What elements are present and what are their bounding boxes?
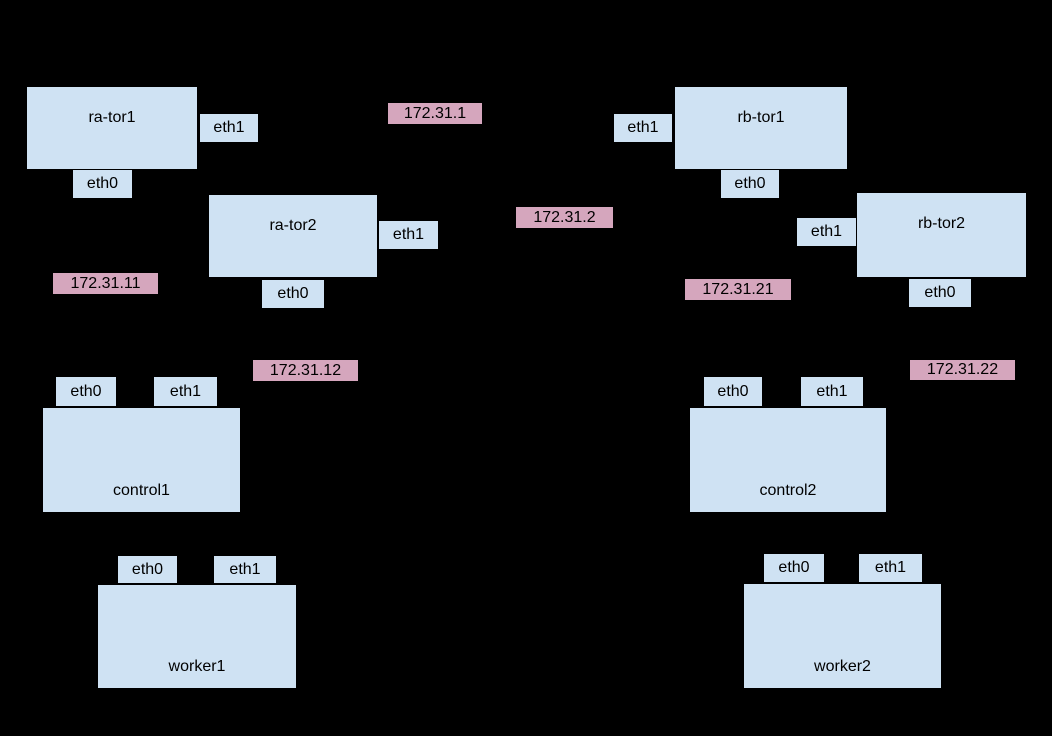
port-label-control2-eth0: eth0 <box>717 382 749 400</box>
port-worker1-eth0: eth0 <box>117 555 178 584</box>
port-label-ra-tor1-eth1: eth1 <box>213 119 245 136</box>
port-label-rb-tor1-eth1: eth1 <box>627 119 659 136</box>
ip-label-172-31-11: 172.31.11 <box>53 273 158 294</box>
node-label-worker2: worker2 <box>814 658 871 675</box>
node-label-worker1: worker1 <box>168 658 226 675</box>
port-label-worker2-eth1: eth1 <box>874 559 907 576</box>
port-rb-tor2-eth1: eth1 <box>796 217 857 247</box>
ip-text-172-31-21: 172.31.21 <box>702 280 774 298</box>
node-label-control1: control1 <box>113 482 170 499</box>
node-ra-tor1: ra-tor1 <box>26 86 198 170</box>
port-rb-tor1-eth1: eth1 <box>613 113 673 143</box>
port-worker2-eth1: eth1 <box>858 553 923 583</box>
port-ra-tor1-eth1: eth1 <box>199 113 259 143</box>
port-label-ra-tor2-eth0: eth0 <box>277 285 309 302</box>
port-control1-eth0: eth0 <box>55 376 117 407</box>
port-control2-eth0: eth0 <box>703 376 763 407</box>
node-control2: control2 <box>689 407 887 513</box>
node-label-ra-tor2: ra-tor2 <box>269 217 317 234</box>
node-rb-tor2: rb-tor2 <box>856 192 1027 278</box>
node-label-rb-tor2: rb-tor2 <box>917 215 966 232</box>
node-ra-tor2: ra-tor2 <box>208 194 378 278</box>
port-label-ra-tor1-eth0: eth0 <box>86 175 119 192</box>
port-label-worker2-eth0: eth0 <box>778 559 810 576</box>
ip-text-172-31-22: 172.31.22 <box>926 361 999 378</box>
port-label-control2-eth1: eth1 <box>816 382 848 400</box>
port-rb-tor1-eth0: eth0 <box>720 169 780 199</box>
port-ra-tor2-eth0: eth0 <box>261 279 325 309</box>
port-label-ra-tor2-eth1: eth1 <box>392 226 425 243</box>
node-worker2: worker2 <box>743 583 942 689</box>
node-label-control2: control2 <box>759 482 817 499</box>
port-rb-tor2-eth0: eth0 <box>908 278 972 308</box>
ip-label-172-31-12: 172.31.12 <box>253 360 358 381</box>
port-label-worker1-eth1: eth1 <box>229 560 261 578</box>
port-label-control1-eth1: eth1 <box>169 382 202 400</box>
node-worker1: worker1 <box>97 584 297 689</box>
port-label-rb-tor2-eth0: eth0 <box>924 284 956 301</box>
ip-text-172-31-12: 172.31.12 <box>269 361 342 379</box>
port-worker2-eth0: eth0 <box>763 553 825 583</box>
port-label-rb-tor1-eth0: eth0 <box>734 175 766 192</box>
ip-label-172-31-2: 172.31.2 <box>516 207 613 228</box>
port-label-worker1-eth0: eth0 <box>131 560 164 578</box>
port-control1-eth1: eth1 <box>153 376 218 407</box>
ip-text-172-31-2: 172.31.2 <box>533 208 596 226</box>
port-ra-tor1-eth0: eth0 <box>72 169 133 199</box>
ip-label-172-31-21: 172.31.21 <box>685 279 791 300</box>
node-rb-tor1: rb-tor1 <box>674 86 848 170</box>
ip-text-172-31-1: 172.31.1 <box>403 104 467 122</box>
port-label-control1-eth0: eth0 <box>70 382 102 400</box>
node-control1: control1 <box>42 407 241 513</box>
node-label-rb-tor1: rb-tor1 <box>737 109 785 126</box>
port-worker1-eth1: eth1 <box>213 555 277 584</box>
port-control2-eth1: eth1 <box>800 376 864 407</box>
port-ra-tor2-eth1: eth1 <box>378 220 439 250</box>
node-label-ra-tor1: ra-tor1 <box>88 109 136 126</box>
ip-label-172-31-22: 172.31.22 <box>910 360 1015 380</box>
port-label-rb-tor2-eth1: eth1 <box>810 223 843 240</box>
ip-text-172-31-11: 172.31.11 <box>70 274 141 292</box>
ip-label-172-31-1: 172.31.1 <box>388 103 482 124</box>
